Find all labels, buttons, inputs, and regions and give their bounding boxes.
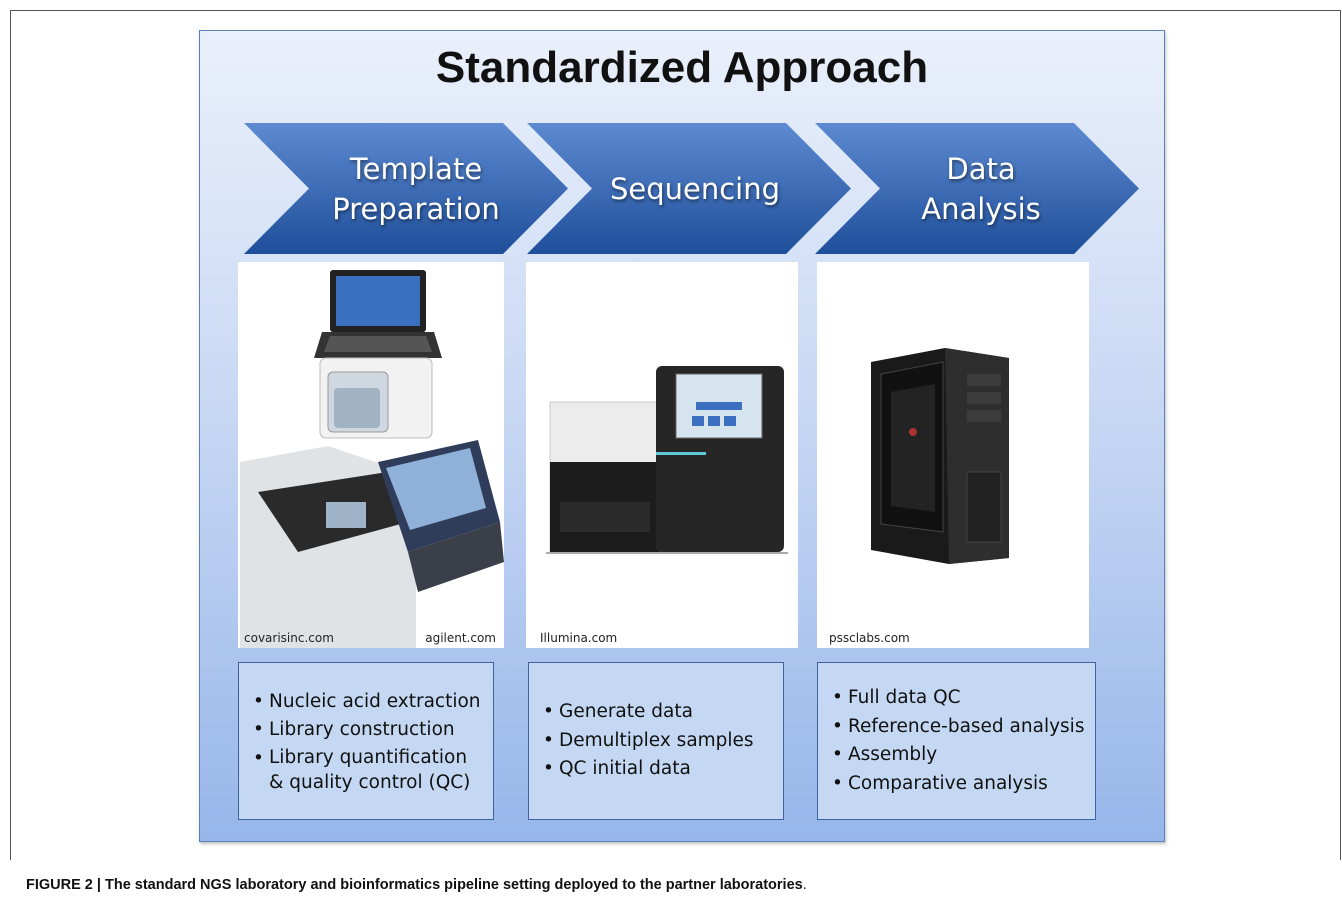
photo-data-analysis: pssclabs.com — [817, 262, 1089, 648]
list-item: •Full data QC — [832, 687, 961, 708]
list-item: •Library construction — [253, 719, 455, 740]
photo-template-preparation: covarisinc.com agilent.com — [238, 262, 504, 648]
photo-credit: pssclabs.com — [829, 631, 910, 645]
step-tasks-box: •Generate data •Demultiplex samples •QC … — [528, 662, 784, 820]
chevron-arrow-icon — [527, 123, 851, 254]
list-item: •Reference-based analysis — [832, 715, 1085, 737]
computer-tower-icon — [871, 348, 1009, 564]
photo-credit: Illumina.com — [540, 631, 618, 645]
list-item: •Demultiplex samples — [543, 729, 754, 751]
step-tasks-box: •Full data QC •Reference-based analysis … — [817, 662, 1096, 820]
chevron-arrow-icon — [244, 123, 568, 254]
chevron-arrow-icon — [815, 123, 1139, 254]
figure-frame — [10, 10, 1341, 860]
photo-credit: covarisinc.com — [244, 631, 334, 645]
photo-sequencing: Illumina.com — [526, 262, 798, 648]
chevron-sequencing: Sequencing — [527, 123, 851, 254]
chevron-template-preparation: Template Preparation — [244, 123, 568, 254]
step-label: Sequencing — [609, 171, 781, 206]
figure-caption: FIGURE 2 | The standard NGS laboratory a… — [26, 877, 807, 893]
photo-credit: agilent.com — [425, 631, 496, 645]
list-item: •Library quantification & quality contro… — [253, 746, 471, 793]
step-label: Template Preparation — [332, 151, 500, 226]
shearing-instrument-icon — [240, 270, 504, 648]
list-item: •Nucleic acid extraction — [253, 690, 481, 712]
step-tasks-box: •Nucleic acid extraction •Library constr… — [238, 662, 494, 820]
diagram-title: Standardized Approach — [435, 43, 929, 92]
chevron-data-analysis: Data Analysis — [815, 123, 1139, 254]
laptop-icon — [314, 270, 442, 358]
list-item: •Generate data — [543, 701, 693, 723]
step-label: Data Analysis — [921, 151, 1041, 226]
list-item: •QC initial data — [543, 758, 691, 780]
bioanalyzer-icon — [240, 440, 504, 648]
list-item: •Comparative analysis — [832, 772, 1048, 794]
list-item: •Assembly — [832, 744, 938, 765]
sequencer-icon — [546, 366, 788, 554]
